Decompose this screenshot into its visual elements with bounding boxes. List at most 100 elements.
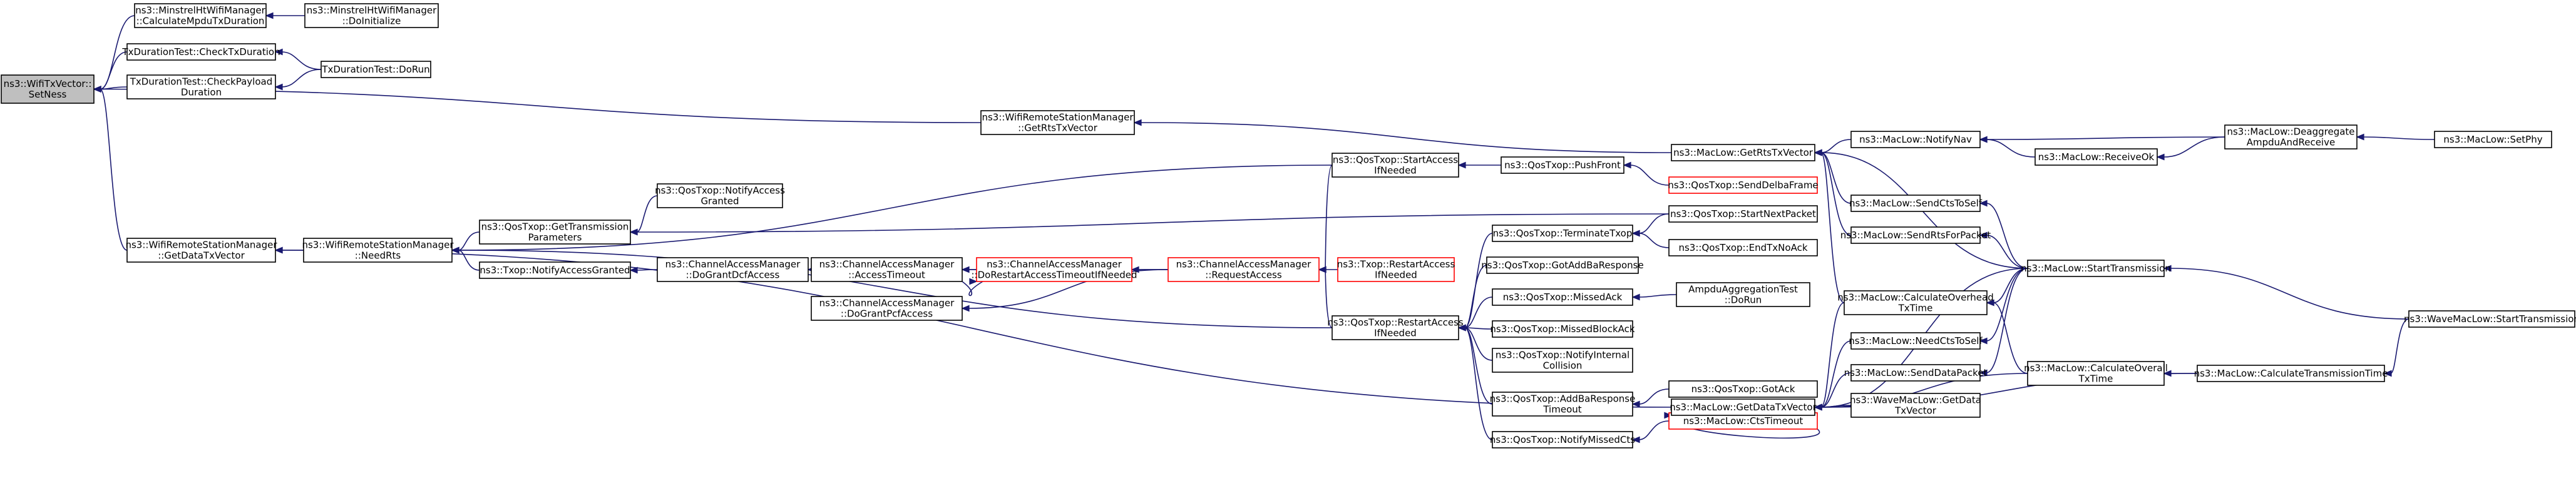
node-startTransmission[interactable]: ns3::MacLow::StartTransmission [2021,260,2171,277]
node-startNextPacket[interactable]: ns3::QosTxop::StartNextPacket [1668,205,1818,223]
edge-arrowhead [961,305,970,312]
edge-arrowhead [265,12,274,19]
node-accessTimeout[interactable]: ns3::ChannelAccessManager::AccessTimeout [811,257,963,282]
node-label: ns3::QosTxop::NotifyMissedCts [1490,434,1635,445]
edge-accessTimeout-doRestart [961,266,977,273]
node-label: ::GetRtsTxVector [1018,123,1098,134]
edge-restartQos-terminateTxop [1457,233,1493,332]
node-getData[interactable]: ns3::WifiRemoteStationManager::GetDataTx… [125,238,277,263]
node-box [2027,260,2165,277]
edge-requestAccess-startAccess [1318,165,1333,273]
edge-line [1986,268,2028,373]
node-doGrantPcf[interactable]: ns3::ChannelAccessManager::DoGrantPcfAcc… [811,296,963,321]
node-notifyMissedCts[interactable]: ns3::QosTxop::NotifyMissedCts [1490,431,1635,448]
node-receiveOk[interactable]: ns3::MacLow::ReceiveOk [2035,148,2158,166]
node-label: ::DoRestartAccessTimeoutIfNeeded [971,270,1137,281]
node-ampduAggTest[interactable]: AmpduAggregationTest::DoRun [1676,282,1810,307]
edge-durCheckPayload-durDoRun [274,69,322,91]
node-label: ns3::MacLow::SendRtsForPacket [1840,230,1991,241]
node-notifyGranted[interactable]: ns3::Txop::NotifyAccessGranted [479,261,631,279]
node-requestAccess[interactable]: ns3::ChannelAccessManager::RequestAccess [1167,257,1320,282]
edge-arrowhead [2163,265,2172,272]
node-box [1492,320,1633,338]
node-label: AmpduAggregationTest [1688,284,1798,295]
node-durDoRun[interactable]: TxDurationTest::DoRun [321,61,431,78]
node-sendDelba[interactable]: ns3::QosTxop::SendDelbaFrame [1668,176,1819,194]
node-sendRtsForPacket[interactable]: ns3::MacLow::SendRtsForPacket [1840,226,1991,244]
node-sendCtsToSelf[interactable]: ns3::MacLow::SendCtsToSelf [1849,195,1983,212]
node-durCheckTx[interactable]: TxDurationTest::CheckTxDuration [121,43,280,61]
node-label: ns3::MacLow::SendDataPacket [1844,367,1988,378]
edge-line [636,195,658,233]
edge-arrowhead [2163,370,2172,377]
node-label: ::AccessTimeout [848,270,925,281]
edge-arrowhead [1631,400,1640,408]
node-label: ::RequestAccess [1205,270,1282,281]
node-box [1501,156,1624,174]
node-label: ns3::MinstrelHtWifiManager [135,5,265,16]
edge-arrowhead [1814,149,1822,156]
node-label: ns3::QosTxop::EndTxNoAck [1678,242,1807,253]
node-minCalc[interactable]: ns3::MinstrelHtWifiManager::CalculateMpd… [134,3,267,28]
edge-line [1820,302,1845,408]
edge-arrowhead [451,246,459,254]
node-label: ::GetDataTxVector [158,250,245,261]
node-label: TxDurationTest::CheckPayload [130,76,272,88]
edge-arrowhead [1631,293,1640,301]
edge-arrowhead [1623,161,1631,169]
edge-arrowhead [1814,403,1822,411]
node-missedAck[interactable]: ns3::QosTxop::MissedAck [1492,288,1633,306]
node-pushFront[interactable]: ns3::QosTxop::PushFront [1501,156,1624,174]
node-terminateTxop[interactable]: ns3::QosTxop::TerminateTxop [1492,225,1633,242]
edge-arrowhead [1133,119,1142,126]
edge-arrowhead [1979,337,1988,345]
node-label: ns3::QosTxop::GotAddBaResponse [1481,260,1643,271]
node-calcTxTime[interactable]: ns3::MacLow::CalculateTransmissionTime [2194,365,2388,382]
node-sendDataPacket[interactable]: ns3::MacLow::SendDataPacket [1844,364,1988,382]
node-needCtsToSelf[interactable]: ns3::MacLow::NeedCtsToSelf [1849,332,1983,350]
node-missedBlockAck[interactable]: ns3::QosTxop::MissedBlockAck [1490,320,1635,338]
node-endTxNoAck[interactable]: ns3::QosTxop::EndTxNoAck [1668,239,1818,256]
node-root[interactable]: ns3::WifiTxVector::SetNess [1,74,95,104]
node-gotAck[interactable]: ns3::QosTxop::GotAck [1668,380,1818,398]
node-waveStartTx[interactable]: ns3::WaveMacLow::StartTransmission [2404,310,2576,328]
node-getRts[interactable]: ns3::WifiRemoteStationManager::GetRtsTxV… [980,110,1135,135]
node-box [1844,290,1988,315]
node-notifyNav[interactable]: ns3::MacLow::NotifyNav [1850,131,1981,148]
node-gotAddBa[interactable]: ns3::QosTxop::GotAddBaResponse [1481,256,1644,274]
edge-line [281,69,322,88]
node-box [1486,256,1639,274]
edge-line [1638,420,1670,440]
edge-needRts-restartQos [451,246,1333,328]
node-label: ns3::QosTxop::NotifyInternal [1496,350,1629,361]
node-doGrantDcf[interactable]: ns3::ChannelAccessManager::DoGrantDcfAcc… [657,257,809,282]
node-label: ns3::QosTxop::MissedAck [1503,291,1623,303]
node-label: ns3::QosTxop::NotifyAccess [655,185,785,196]
node-macGetRts[interactable]: ns3::MacLow::GetRtsTxVector [1671,144,1815,161]
node-label: AmpduAndReceive [2247,137,2335,148]
node-setPhy[interactable]: ns3::MacLow::SetPhy [2434,131,2552,148]
node-minInit[interactable]: ns3::MinstrelHtWifiManager::DoInitialize [304,3,439,28]
node-label: ns3::MacLow::CalculateOverhead [1837,292,1994,303]
node-needRts[interactable]: ns3::WifiRemoteStationManager::NeedRts [302,238,454,263]
edge-line [1820,139,1852,153]
edge-line [1638,388,1670,405]
edge-line [100,51,128,90]
edge-missedAck-ampduAggTest [1631,293,1677,301]
node-box [657,257,809,282]
edge-line [1464,233,1493,328]
node-macGetData[interactable]: ns3::MacLow::GetDataTxVector [1670,398,1817,416]
node-waveGetData[interactable]: ns3::WaveMacLow::GetDataTxVector [1850,393,1981,418]
node-notifyGrantedQos[interactable]: ns3::QosTxop::NotifyAccessGranted [655,183,785,208]
node-doRestart[interactable]: ns3::ChannelAccessManager::DoRestartAcce… [971,257,1137,282]
